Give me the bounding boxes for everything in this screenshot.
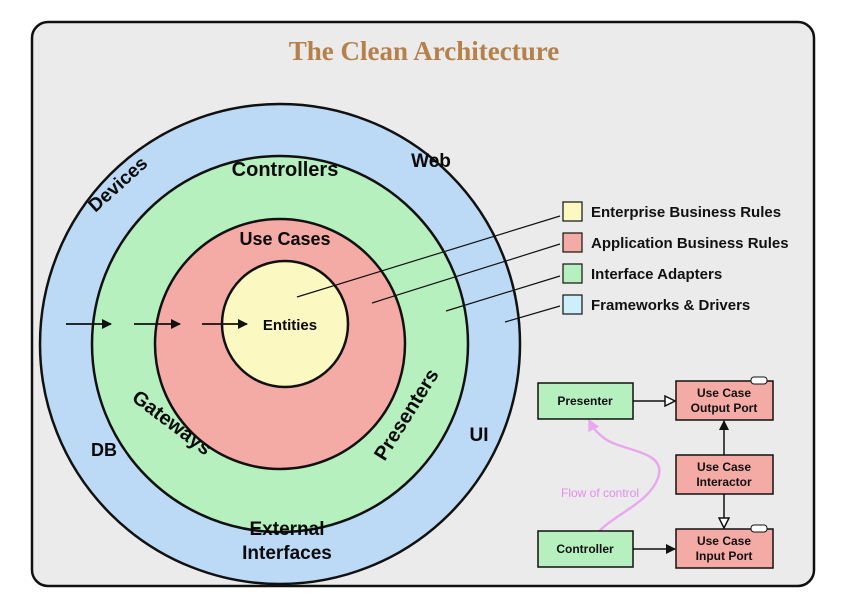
input-port-interface-badge bbox=[750, 524, 768, 533]
output-port-interface-badge bbox=[750, 376, 768, 385]
presenter-box bbox=[537, 382, 634, 420]
entities-label: Entities bbox=[263, 317, 317, 334]
controllers-label: Controllers bbox=[232, 159, 339, 181]
legend-label-enterprise: Enterprise Business Rules bbox=[591, 204, 781, 221]
ui-label: UI bbox=[470, 425, 489, 446]
legend-swatch-adapters bbox=[562, 263, 583, 284]
legend-pointer-application bbox=[371, 243, 561, 304]
legend-pointer-enterprise bbox=[296, 215, 561, 298]
use-case-input-port-box bbox=[675, 528, 774, 569]
presenter-label: Presenter bbox=[557, 394, 613, 408]
use-case-interactor-box bbox=[675, 454, 774, 495]
interactor-label-line1: Use Case bbox=[697, 460, 751, 474]
output-port-label-line2: Output Port bbox=[691, 401, 758, 415]
legend-swatch-frameworks bbox=[562, 294, 583, 315]
flow-of-control-label: Flow of control bbox=[561, 486, 639, 500]
legend-label-adapters: Interface Adapters bbox=[591, 266, 722, 283]
flow-of-control-inset: Flow of control Presenter Use Case Outpu… bbox=[537, 376, 774, 569]
input-port-label-line1: Use Case bbox=[697, 534, 751, 548]
db-label: DB bbox=[91, 440, 117, 460]
external-interfaces-label-line2: Interfaces bbox=[242, 543, 332, 564]
legend-label-application: Application Business Rules bbox=[591, 235, 789, 252]
use-cases-label: Use Cases bbox=[239, 229, 330, 249]
legend-label-frameworks: Frameworks & Drivers bbox=[591, 297, 750, 314]
flow-of-control-curve bbox=[588, 418, 661, 538]
input-port-label-line2: Input Port bbox=[696, 549, 753, 563]
legend-pointer-frameworks bbox=[504, 305, 561, 323]
output-port-label-line1: Use Case bbox=[697, 386, 751, 400]
legend-pointer-adapters bbox=[445, 275, 561, 312]
legend-swatch-enterprise bbox=[562, 201, 583, 222]
controller-label: Controller bbox=[556, 542, 614, 556]
web-label: Web bbox=[411, 151, 451, 172]
legend-swatch-application bbox=[562, 232, 583, 253]
external-interfaces-label-line1: External bbox=[250, 519, 325, 540]
interactor-label-line2: Interactor bbox=[696, 475, 752, 489]
controller-box bbox=[537, 530, 634, 568]
legend: Enterprise Business Rules Application Bu… bbox=[562, 201, 789, 315]
use-case-output-port-box bbox=[675, 380, 774, 421]
diagram-title: The Clean Architecture bbox=[289, 36, 559, 66]
